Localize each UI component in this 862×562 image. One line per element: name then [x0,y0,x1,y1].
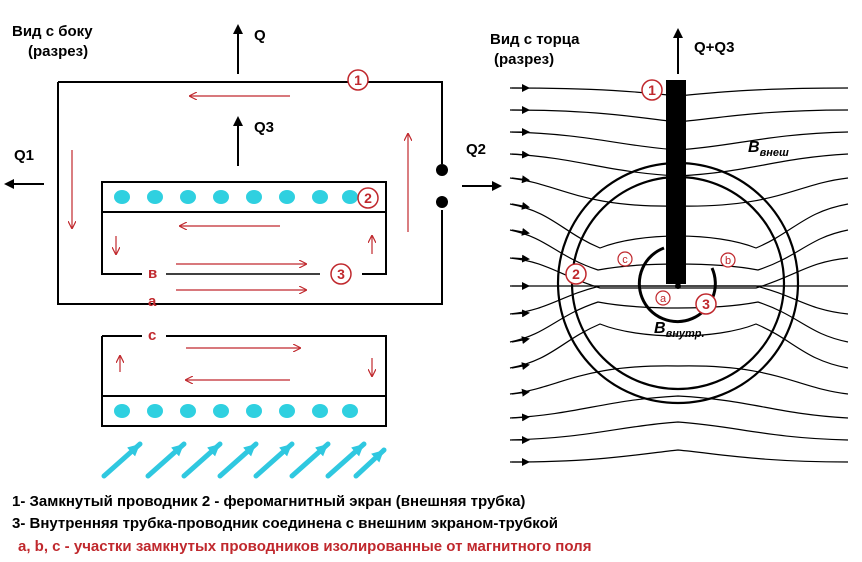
flux-q2-label: Q2 [466,141,486,158]
b-outer-sub: внеш [760,147,789,159]
right-section-c-label: c [622,254,628,266]
field-line-arrowheads [511,84,530,466]
left-title-line2: (разрез) [28,43,88,60]
legend-line-3: a, b, c - участки замкнутых проводников … [18,538,592,555]
right-section-c-circle [617,251,633,267]
b-inner-label: Bвнутр. [654,320,705,340]
marker-2-circle [357,187,379,209]
right-marker-2-label: 2 [572,266,580,282]
inner-center-dot [675,283,681,289]
b-outer-letter: B [748,139,760,156]
terminal-bottom [436,196,448,208]
flux-q-label: Q [254,27,266,44]
right-section-a-circle [655,290,671,306]
inner-tube-3 [637,246,717,324]
flux-q-plus-q3-label: Q+Q3 [694,39,734,56]
right-title-line1: Вид с торца [490,31,580,48]
right-title-line2: (разрез) [494,51,554,68]
lower-tube-current-arrows [120,348,372,380]
marker-2-label: 2 [364,190,372,206]
right-section-b-circle [720,252,736,268]
marker-1-label: 1 [354,72,362,88]
right-section-b-label: b [725,255,731,267]
terminal-top [436,164,448,176]
upper-tube-current-arrows [116,226,372,290]
right-marker-1-circle [641,79,663,101]
section-c-label: c [148,327,156,344]
marker-1-circle [347,69,369,91]
external-field-arrows [101,441,387,479]
left-title-line1: Вид с боку [12,23,93,40]
right-section-a-label: a [660,293,667,305]
upper-dots [114,190,358,204]
closed-conductor-1 [57,81,448,305]
right-marker-3-circle [695,293,717,315]
legend-line-1: 1- Замкнутый проводник 2 - феромагнитный… [12,493,526,510]
legend-line-2: 3- Внутренняя трубка-проводник соединена… [12,515,558,532]
right-marker-1-label: 1 [648,82,656,98]
b-inner-letter: B [654,320,666,337]
lower-dots [114,404,358,418]
flux-q3-label: Q3 [254,119,274,136]
b-inner-sub: внутр. [666,328,705,340]
b-outer-label: Bвнеш [748,139,789,159]
marker-3-circle [330,263,352,285]
conductor-bar-1 [666,80,686,284]
marker-3-label: 3 [337,266,345,282]
right-marker-2-circle [565,263,587,285]
outer-current-arrows [72,96,408,232]
section-a-label: a [148,293,157,310]
flux-q1-label: Q1 [14,147,34,164]
right-marker-3-label: 3 [702,296,710,312]
section-b-label: в [148,265,157,282]
